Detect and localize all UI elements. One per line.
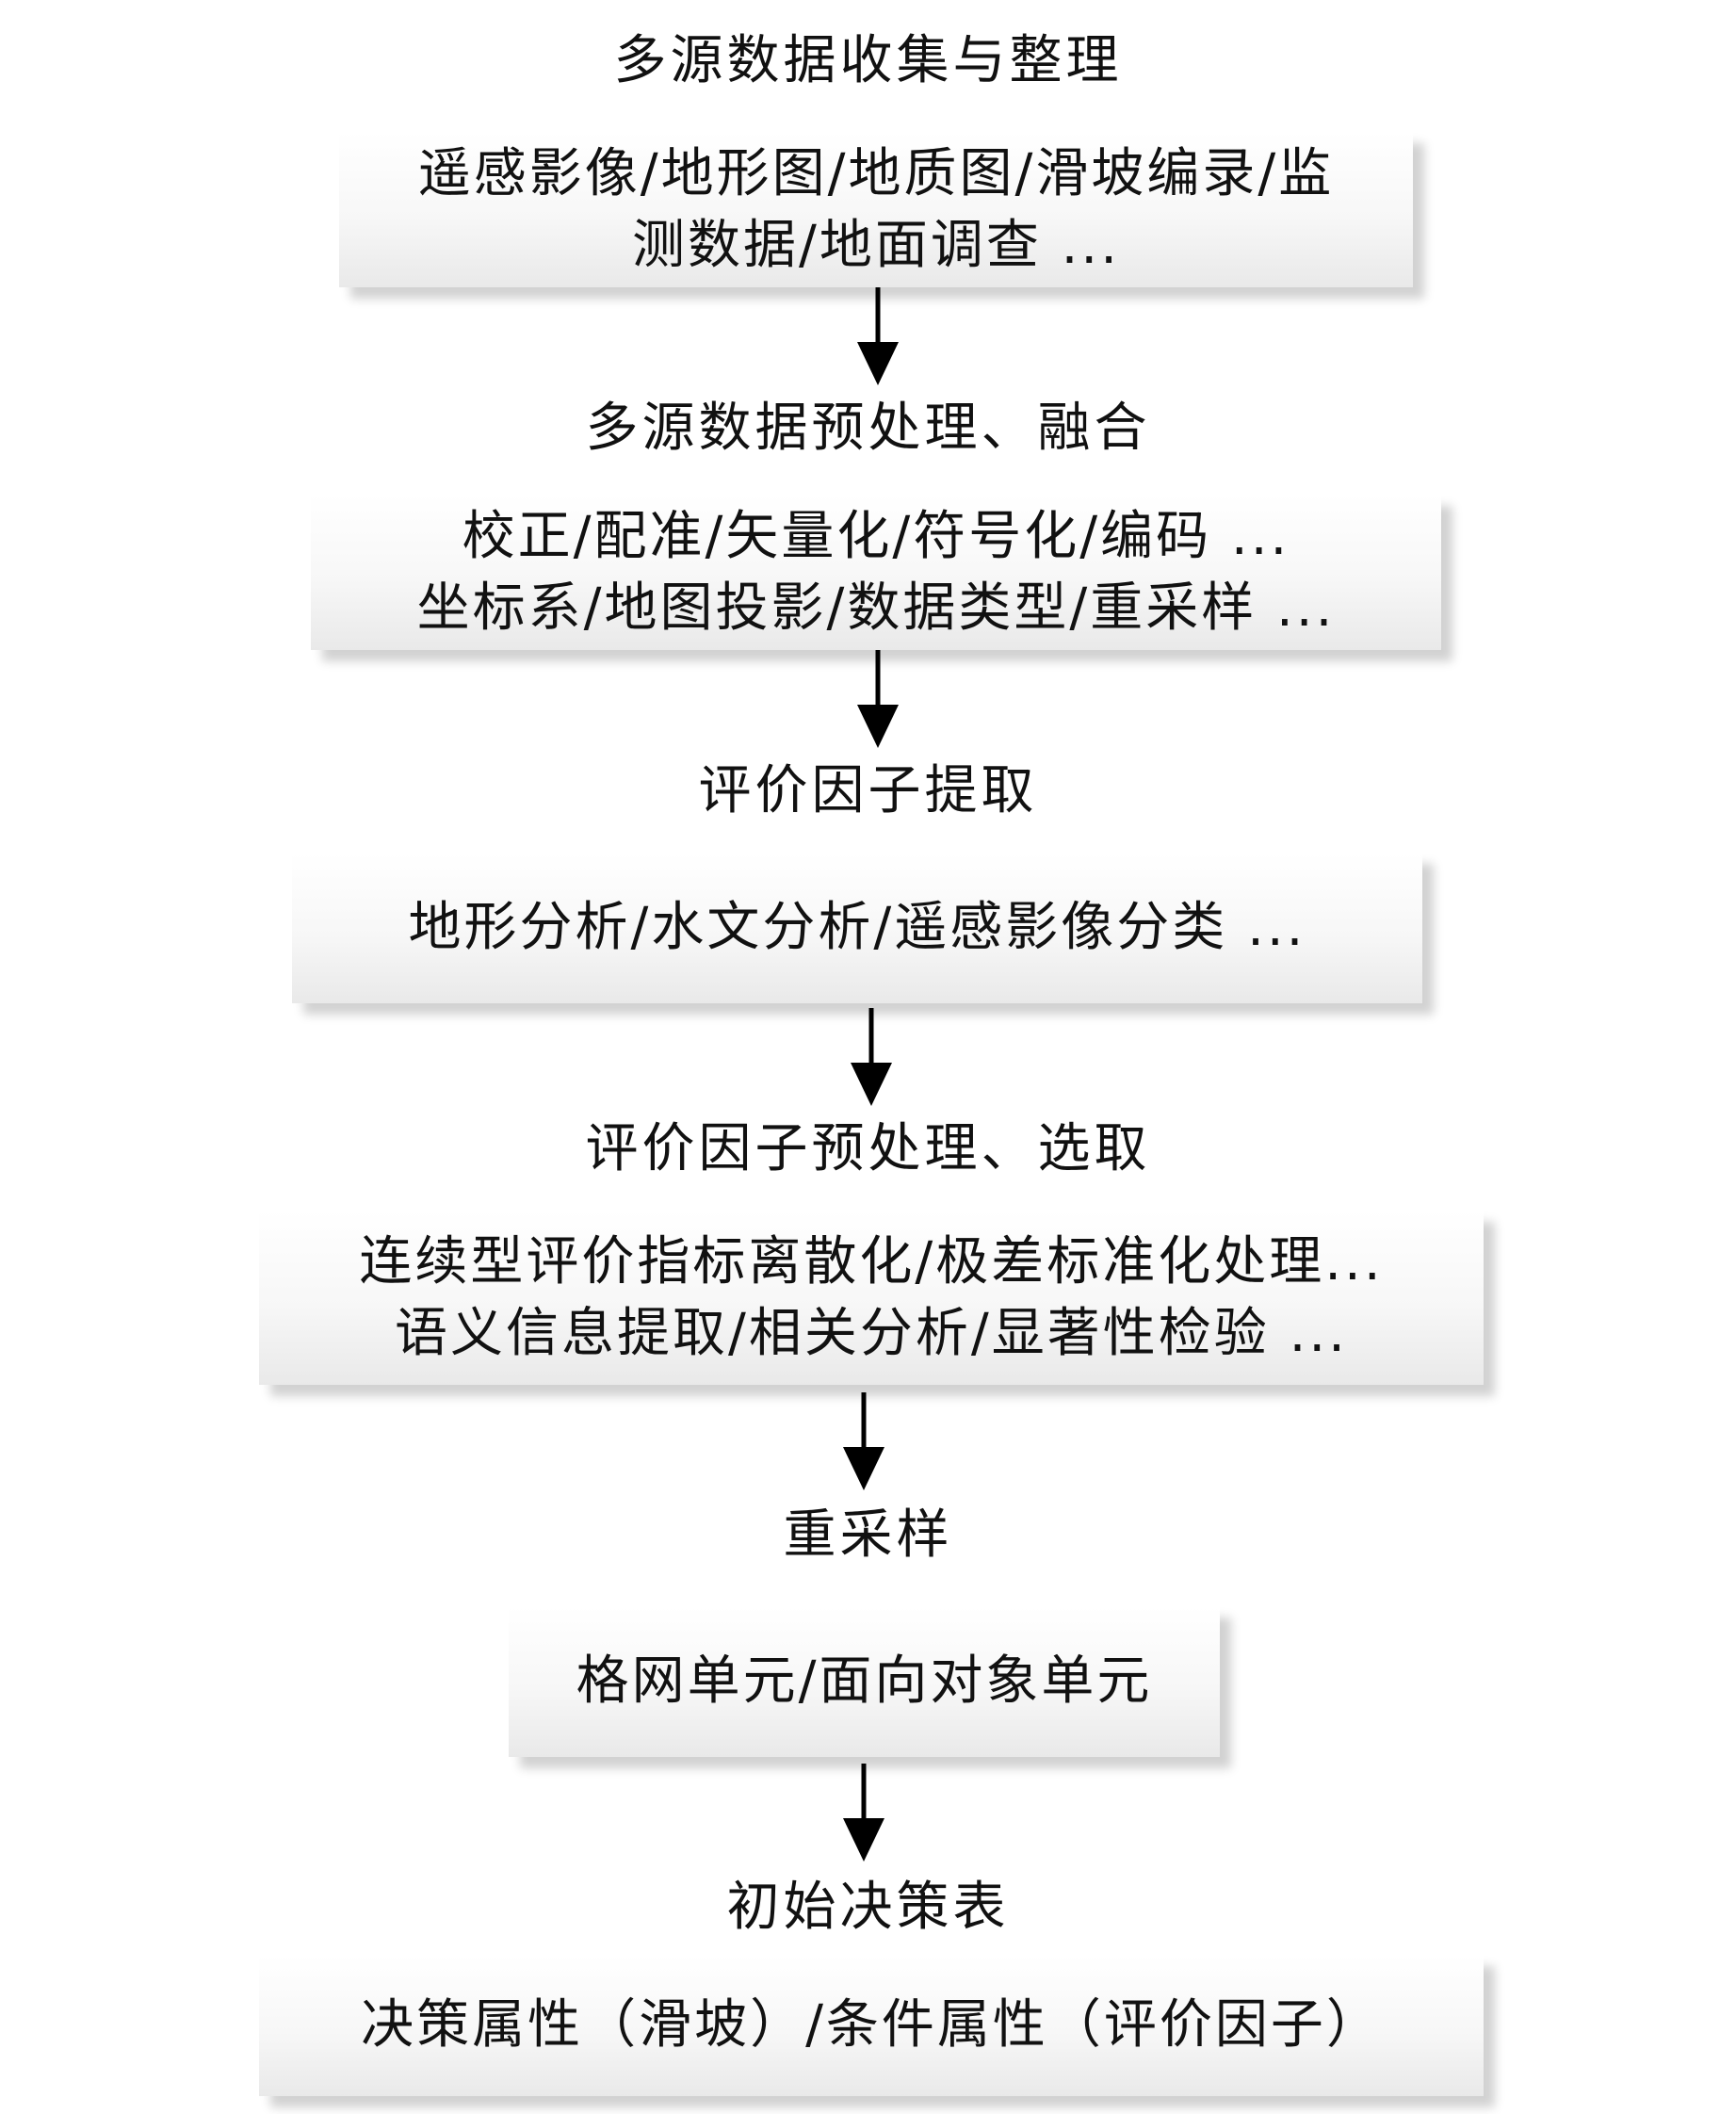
stage-3-line-1: 地形分析/水文分析/遥感影像分类 ... [408,897,1306,958]
stage-6-line-1: 决策属性（滑坡）/条件属性（评价因子） [361,1994,1382,2056]
stage-4-line-2: 语义信息提取/相关分析/显著性检验 ... [395,1302,1348,1364]
stage-2-box: 校正/配准/矢量化/符号化/编码 ... 坐标系/地图投影/数据类型/重采样 .… [311,495,1441,650]
arrow-5 [836,1764,892,1862]
arrow-1 [850,287,906,386]
stage-3-title: 评价因子提取 [698,760,1038,821]
stage-1-line-2: 测数据/地面调查 ... [631,214,1121,276]
arrow-3 [843,1008,900,1107]
stage-5-title: 重采样 [783,1504,953,1566]
stage-2-line-2: 坐标系/地图投影/数据类型/重采样 ... [416,577,1336,639]
stage-4-line-1: 连续型评价指标离散化/极差标准化处理... [359,1230,1384,1293]
stage-1-box: 遥感影像/地形图/地质图/滑坡编录/监 测数据/地面调查 ... [339,132,1413,287]
arrow-2 [850,650,906,749]
stage-5-box: 格网单元/面向对象单元 [509,1606,1220,1757]
stage-6-box: 决策属性（滑坡）/条件属性（评价因子） [259,1955,1484,2096]
stage-1-line-1: 遥感影像/地形图/地质图/滑坡编录/监 [417,142,1335,204]
stage-1-title: 多源数据收集与整理 [613,30,1123,91]
stage-4-box: 连续型评价指标离散化/极差标准化处理... 语义信息提取/相关分析/显著性检验 … [259,1211,1484,1385]
stage-4-title: 评价因子预处理、选取 [585,1118,1151,1179]
stage-6-title: 初始决策表 [726,1877,1010,1938]
stage-3-box: 地形分析/水文分析/遥感影像分类 ... [292,853,1422,1003]
stage-5-line-1: 格网单元/面向对象单元 [576,1651,1153,1712]
stage-2-title: 多源数据预处理、融合 [585,398,1151,459]
arrow-4 [836,1392,892,1491]
stage-2-line-1: 校正/配准/矢量化/符号化/编码 ... [462,505,1290,567]
